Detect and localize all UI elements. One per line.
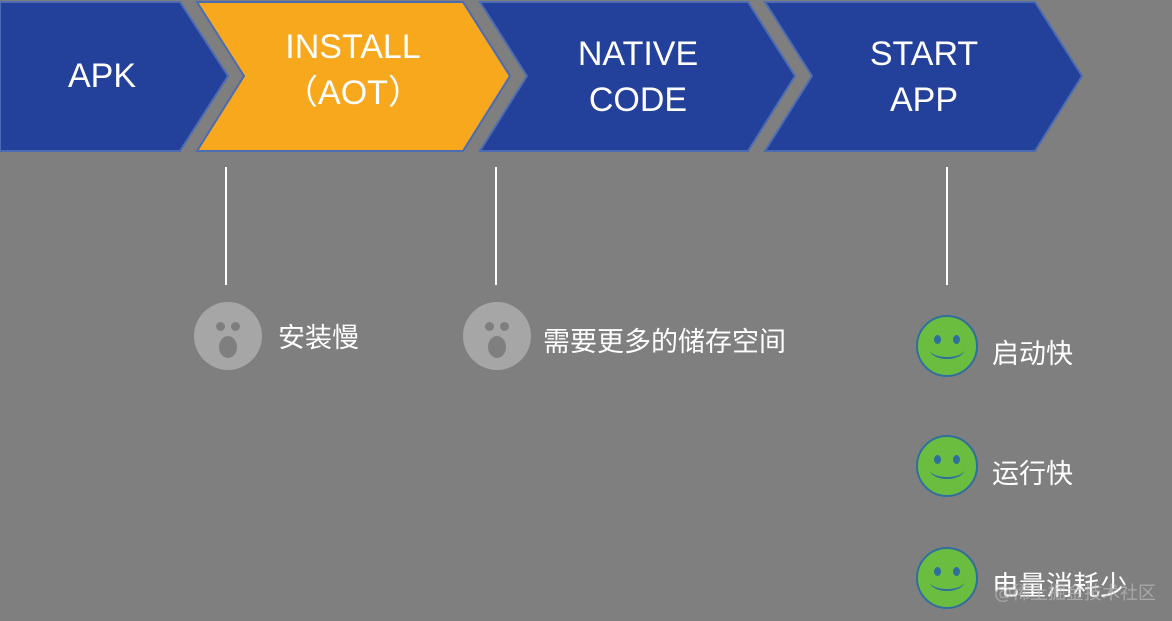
step-install-line-1: INSTALL [285,28,421,66]
connector-line-start-app [946,167,948,285]
step-native-code-line-2: CODE [588,81,688,119]
smiley-face-icon [916,547,978,609]
install-note-text: 安装慢 [278,323,359,354]
step-native-code-line-1: NATIVE [577,35,699,73]
smiley-face-mouth [930,461,964,479]
sad-face-left-eye [485,322,494,331]
step-label-native-code: NATIVE CODE [538,31,738,123]
step-arrow-install [195,1,512,152]
smiley-face-icon [916,315,978,377]
start-app-note-text-2: 运行快 [992,459,1073,490]
step-apk-line-1: APK [67,57,137,95]
step-start-app-line-1: START [869,35,979,73]
sad-face-right-eye [231,322,240,331]
step-label-start-app: START APP [824,31,1024,123]
step-label-apk: APK [40,53,164,99]
smiley-face-right-eye [953,455,960,464]
sad-face-right-eye [500,322,509,331]
step-label-install: INSTALL （AOT） [253,24,453,116]
smiley-face-left-eye [934,455,941,464]
sad-face-mouth [488,336,506,358]
sad-face-icon [463,302,531,370]
smiley-face-mouth [930,341,964,359]
smiley-face-left-eye [934,567,941,576]
smiley-face-icon [916,435,978,497]
smiley-face-mouth [930,573,964,591]
connector-line-native-code [495,167,497,285]
sad-face-left-eye [216,322,225,331]
sad-face-mouth [219,336,237,358]
start-app-note-text-1: 启动快 [992,339,1073,370]
watermark: @稀土掘金技术社区 [994,583,1156,604]
smiley-face-right-eye [953,567,960,576]
smiley-face-left-eye [934,335,941,344]
step-arrow-start-app [763,1,1084,152]
smiley-face-right-eye [953,335,960,344]
sad-face-icon [194,302,262,370]
start-app-note-text-3: 电量消耗少 [992,571,1127,602]
step-install-line-2: （AOT） [284,74,422,112]
step-start-app-line-2: APP [889,81,959,119]
connector-line-install [225,167,227,285]
native-code-note-text: 需要更多的储存空间 [543,327,786,358]
step-arrow-native-code [478,1,797,152]
step-arrow-apk [0,1,230,152]
